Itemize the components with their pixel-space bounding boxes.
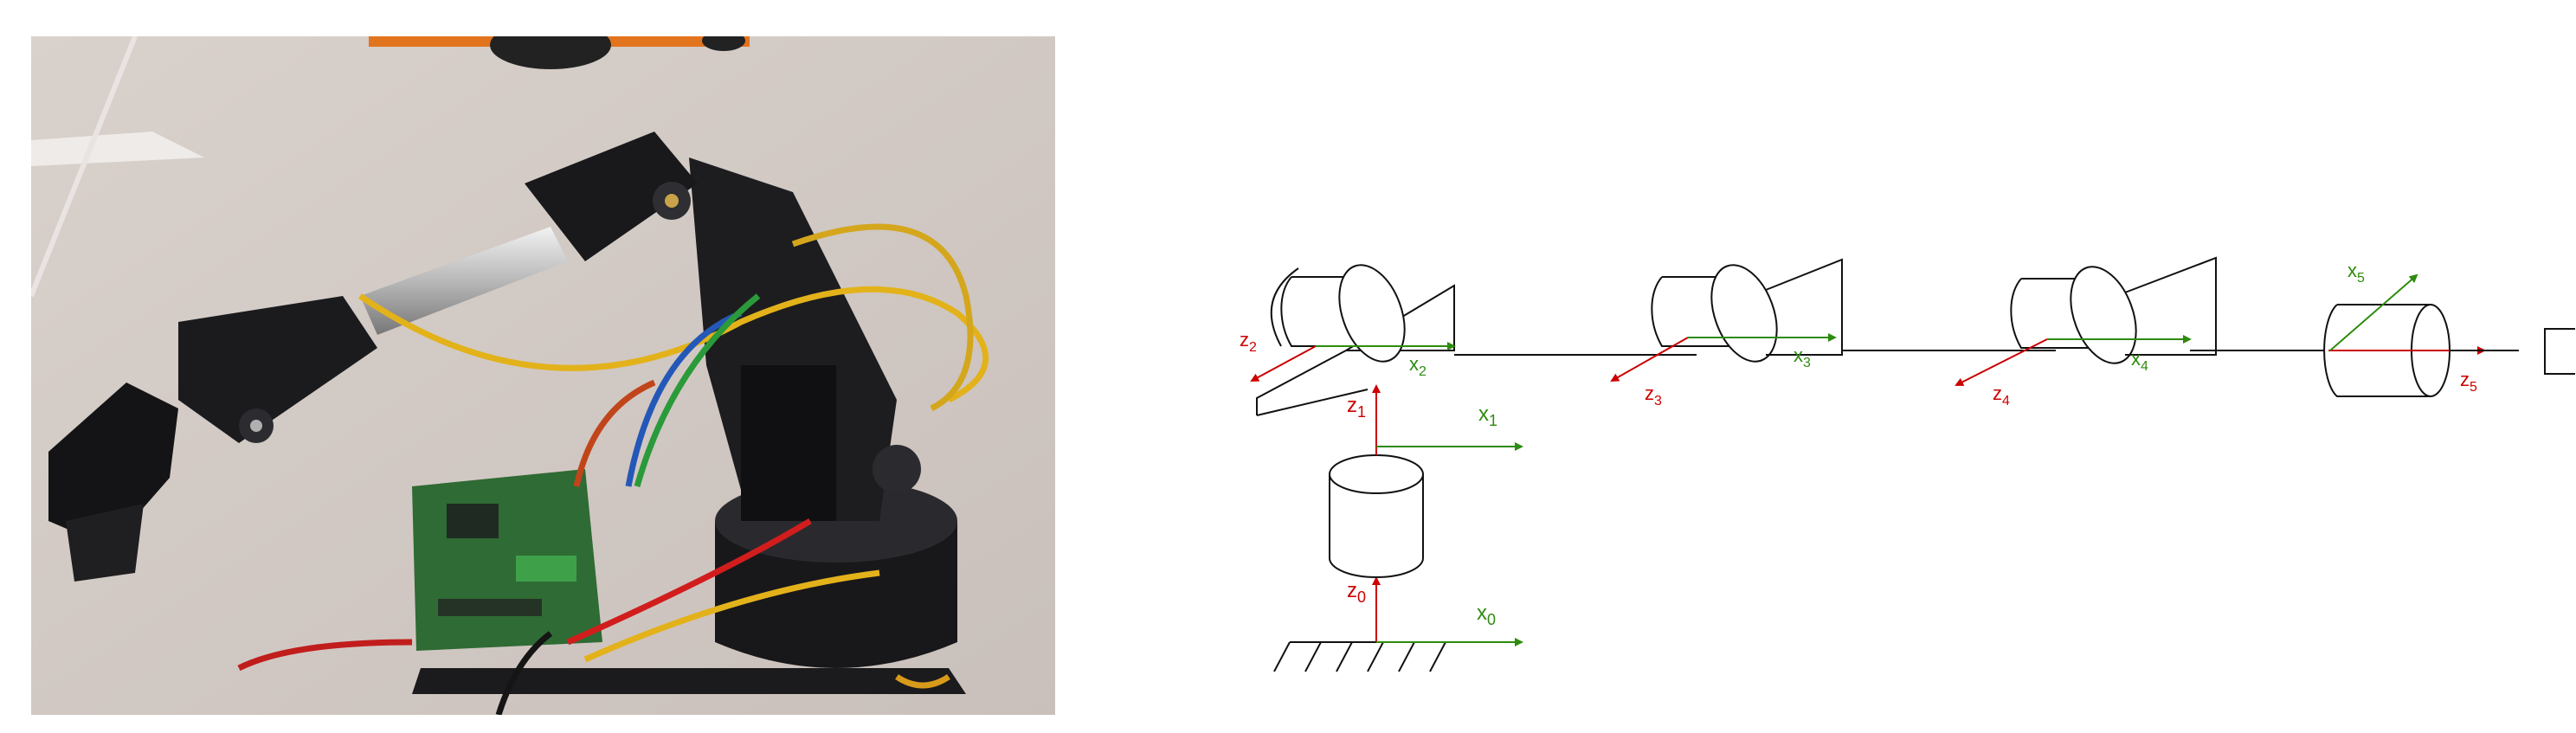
- x2-label: x2: [1409, 353, 1426, 379]
- z4-label: z4: [1993, 383, 2010, 408]
- z4-axis: [1955, 338, 2048, 386]
- kinematic-diagram-svg: z0 x0 z1 x1 z2 x2: [1240, 256, 2575, 672]
- wrist-gripper: [48, 296, 377, 582]
- frame-1: z1 x1: [1347, 384, 1523, 455]
- kinematic-diagram: z0 x0 z1 x1 z2 x2: [1195, 216, 2576, 701]
- z0-label: z0: [1347, 579, 1366, 606]
- z5-label: z5: [2460, 369, 2477, 395]
- z2-axis: [1250, 345, 1317, 382]
- z1-label: z1: [1347, 394, 1366, 421]
- joint-1-cylinder: [1329, 454, 1424, 578]
- z3-label: z3: [1645, 383, 1662, 408]
- controller-board: [412, 469, 602, 651]
- x0-label: x0: [1477, 601, 1496, 628]
- z3-axis: [1610, 337, 1689, 382]
- robot-arm-illustration: [29, 21, 1055, 717]
- z2-label: z2: [1240, 329, 1257, 355]
- elbow-servo: [525, 132, 698, 261]
- joint-4: [2010, 256, 2217, 364]
- frame-4: z4 x4: [1955, 335, 2192, 408]
- table-seam: [31, 132, 204, 166]
- forearm-tube: [360, 227, 568, 335]
- x4-label: x4: [2131, 348, 2148, 374]
- robot-arm-photo: [29, 21, 1055, 717]
- ground-symbol: [1273, 641, 1454, 672]
- joint-3: [1651, 258, 1843, 363]
- frame-0: z0 x0: [1347, 576, 1523, 646]
- x5-label: x5: [2347, 260, 2365, 286]
- shoulder-tower: [689, 158, 921, 521]
- joint-2: [1256, 264, 1455, 416]
- end-effector: [2450, 328, 2575, 375]
- x3-label: x3: [1794, 344, 1811, 370]
- table-edge: [29, 35, 138, 298]
- x5-axis: [2329, 273, 2418, 351]
- servo-cables: [237, 223, 989, 717]
- x1-label: x1: [1478, 402, 1497, 429]
- frame-2: z2 x2: [1240, 329, 1456, 382]
- frame-3: z3 x3: [1610, 333, 1837, 408]
